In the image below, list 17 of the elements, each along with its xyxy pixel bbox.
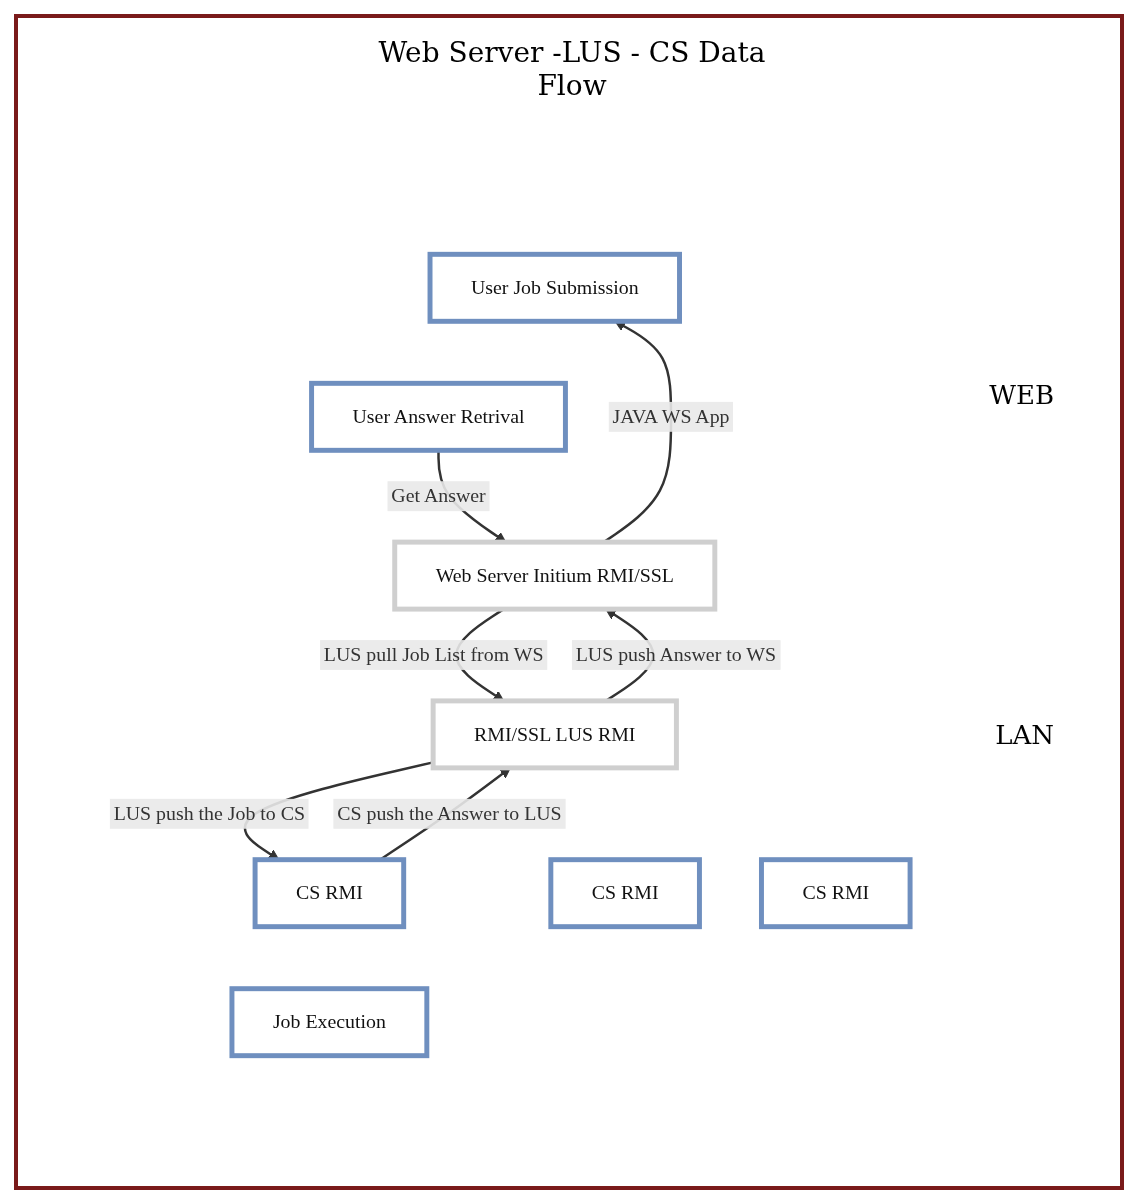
edge-label: LUS push Answer to WS [575, 643, 777, 665]
zone-label: LAN [995, 720, 1054, 750]
node-box: Web Server Initium RMI/SSL [392, 539, 718, 612]
edge-label: CS push the Answer to LUS [337, 802, 562, 824]
diagram-title: Web Server -LUS - CS Data Flow [377, 36, 767, 102]
node-box: RMI/SSL LUS RMI [430, 698, 679, 771]
node-box: User Job Submission [427, 251, 682, 324]
edge-label: LUS push the Job to CS [113, 802, 305, 824]
edge-label: LUS pull Job List from WS [323, 643, 544, 665]
node-box: CS RMI [252, 857, 407, 930]
node-box: CS RMI [759, 857, 913, 930]
edge-label: Get Answer [391, 485, 486, 507]
node-box: Job Execution [229, 986, 430, 1059]
zone-label: WEB [989, 380, 1054, 410]
node-box: CS RMI [548, 857, 702, 930]
edge-label: JAVA WS App [612, 405, 730, 427]
node-box: User Answer Retrival [309, 380, 568, 453]
